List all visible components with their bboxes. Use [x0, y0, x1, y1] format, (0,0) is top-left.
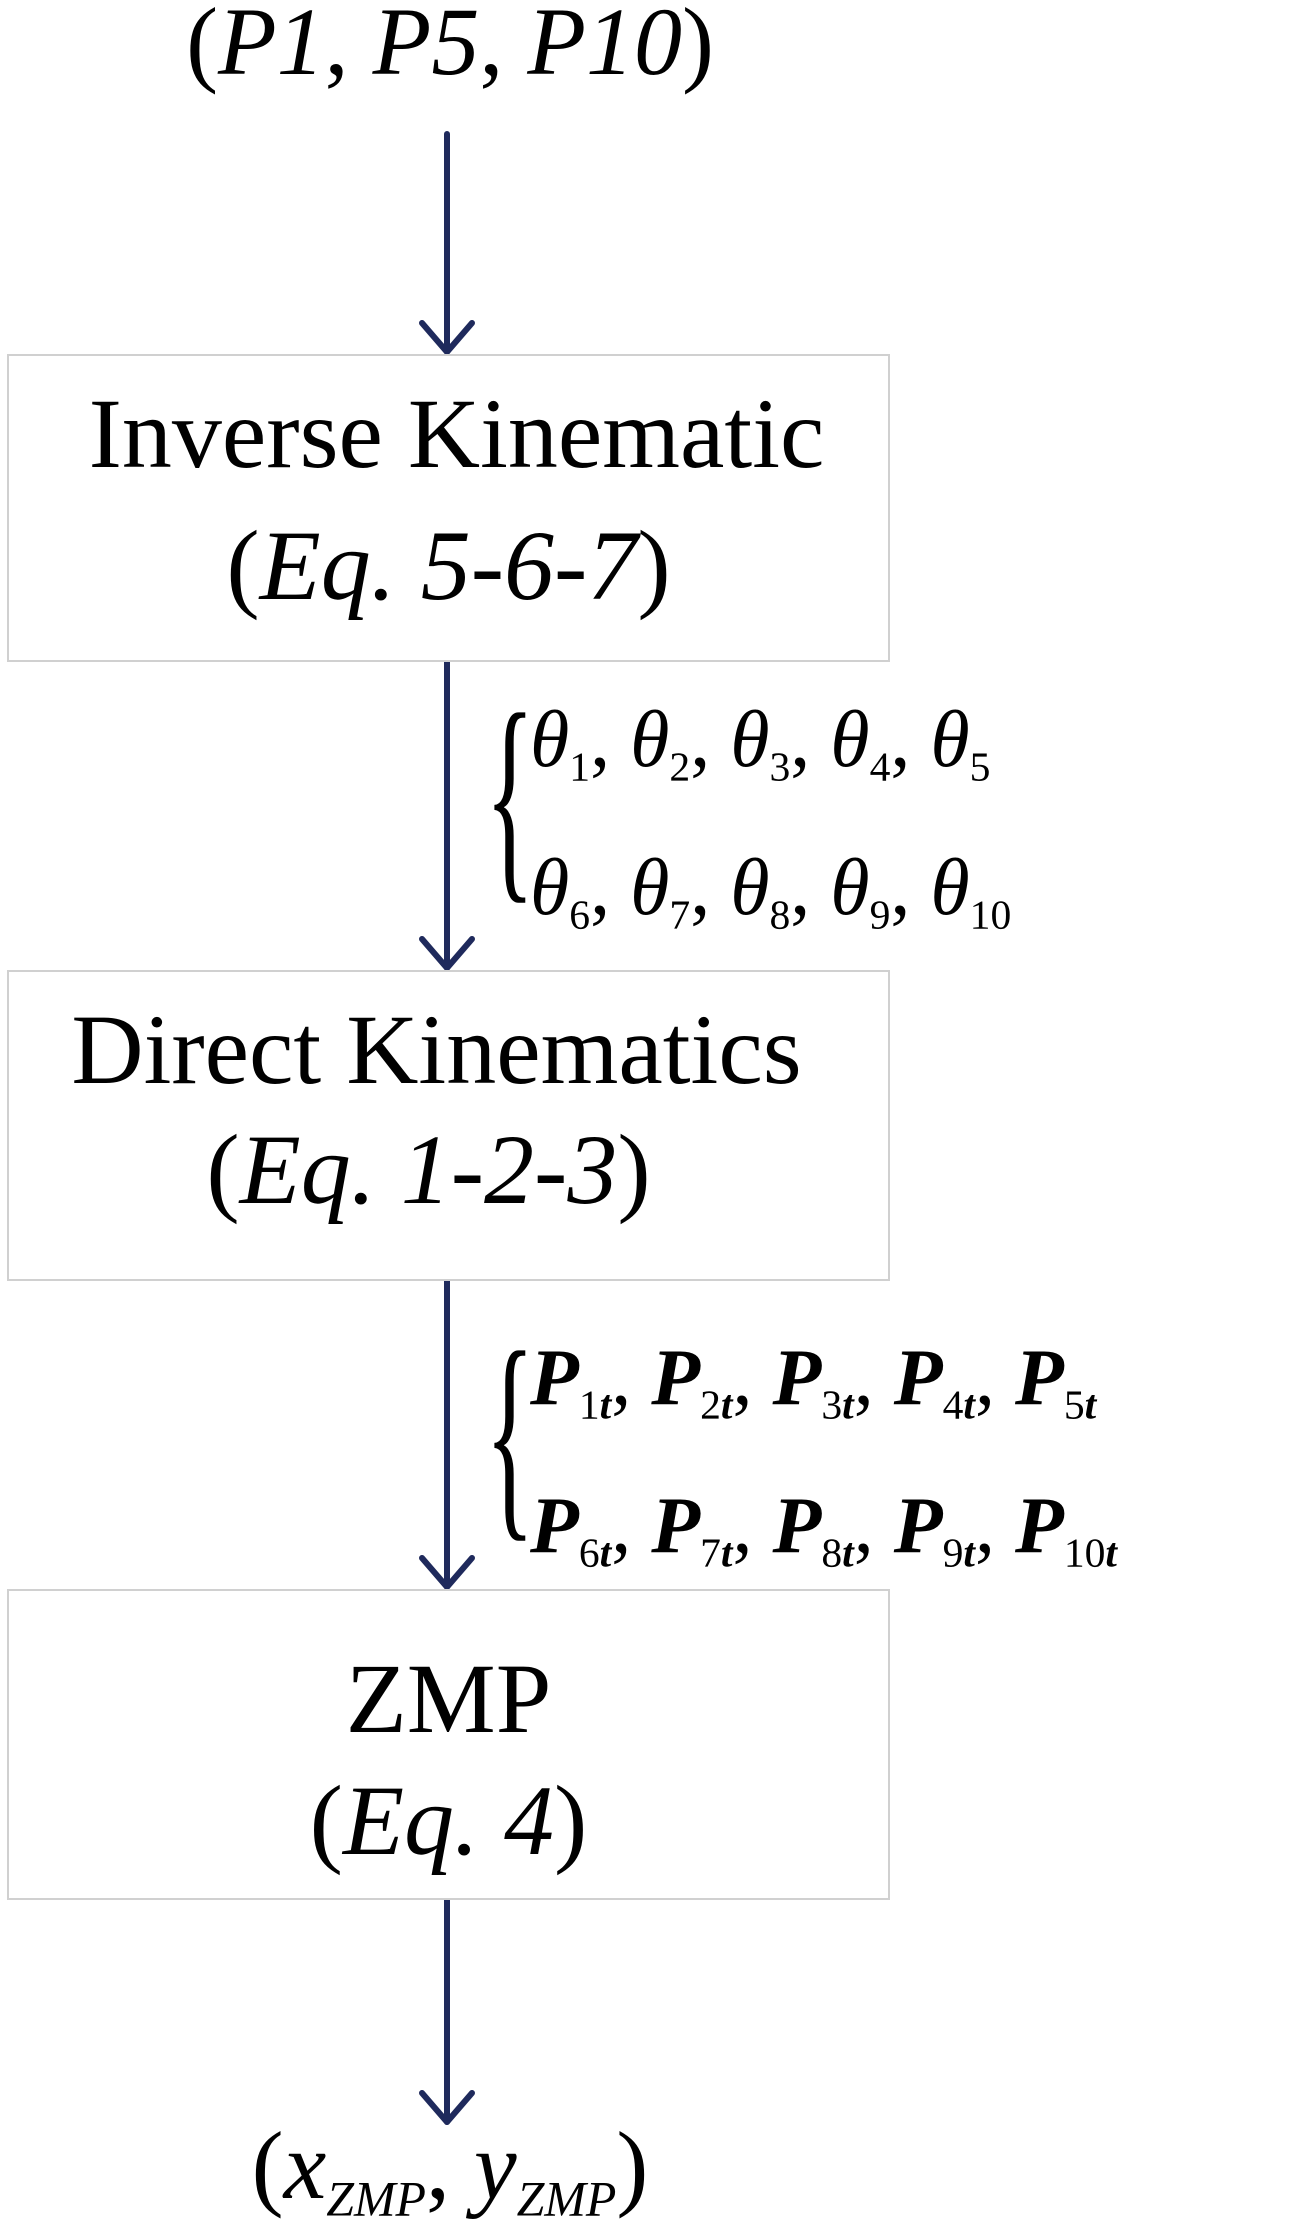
arrow-inverse-to-direct — [419, 657, 475, 971]
left-brace: { — [485, 667, 535, 922]
position-row-1: P1t, P2t, P3t, P4t, P5t — [530, 1334, 1097, 1428]
arrow-input-to-inverse — [419, 131, 475, 355]
box-equation: (Eq. 5-6-7) — [226, 510, 671, 621]
box-title: Direct Kinematics — [71, 994, 802, 1105]
arrow-zmp-to-output — [419, 1897, 475, 2125]
left-brace: { — [485, 1305, 535, 1560]
arrow-direct-to-zmp — [419, 1278, 475, 1590]
input-points-label: (P1, P5, P10) — [186, 0, 714, 95]
box-title: Inverse Kinematic — [88, 378, 825, 489]
theta-row-1: θ1, θ2, θ3, θ4, θ5 — [530, 696, 991, 790]
box-equation: (Eq. 1-2-3) — [206, 1114, 651, 1225]
box-title: ZMP — [345, 1643, 552, 1754]
direct-kinematics-box: Direct Kinematics (Eq. 1-2-3) — [7, 970, 890, 1281]
position-row-2: P6t, P7t, P8t, P9t, P10t — [530, 1482, 1117, 1576]
box-equation: (Eq. 4) — [309, 1765, 588, 1876]
inverse-kinematic-box: Inverse Kinematic (Eq. 5-6-7) — [7, 354, 890, 662]
zmp-box: ZMP (Eq. 4) — [7, 1589, 890, 1900]
theta-row-2: θ6, θ7, θ8, θ9, θ10 — [530, 844, 1012, 938]
output-zmp-label: (xZMP, yZMP) — [251, 2112, 649, 2226]
